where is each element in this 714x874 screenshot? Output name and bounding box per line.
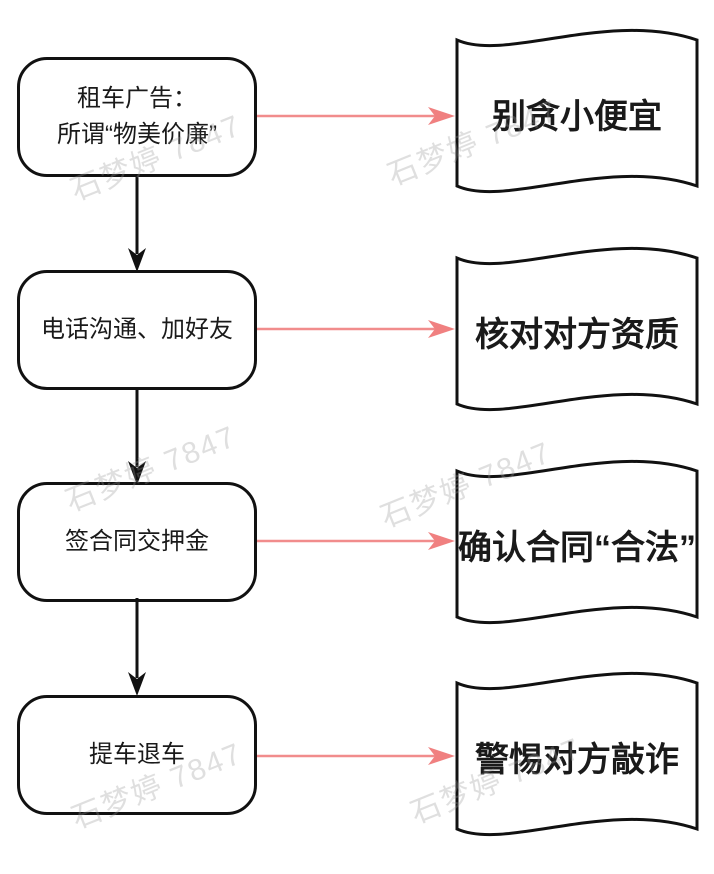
process-box-pickup-return: 提车退车: [17, 695, 257, 815]
arrow-head: [128, 461, 146, 485]
arrow-head: [428, 320, 455, 338]
process-box-label: 租车广告：: [77, 85, 197, 112]
right-arrow-icon: [257, 320, 455, 338]
arrow-head: [428, 107, 455, 125]
arrow-head: [128, 248, 146, 272]
flag-outline: [455, 459, 699, 625]
down-arrow-icon: [128, 598, 146, 696]
arrow-head: [128, 672, 146, 696]
right-arrow-icon: [257, 532, 455, 550]
note-flag-3: 确认合同“合法”: [455, 449, 699, 639]
note-label: 警惕对方敲诈: [475, 740, 679, 779]
arrow-head: [428, 747, 455, 765]
flag-shape: [455, 246, 699, 412]
note-label: 确认合同“合法”: [458, 528, 696, 567]
process-box-sign-contract: 签合同交押金: [17, 482, 257, 602]
note-flag-4: 警惕对方敲诈: [455, 661, 699, 851]
right-arrow-icon: [257, 107, 455, 125]
right-arrow-icon: [257, 747, 455, 765]
note-flag-2: 核对对方资质: [455, 236, 699, 426]
arrow-head: [428, 532, 455, 550]
process-box-label: 提车退车: [89, 741, 185, 768]
flag-shape: [455, 28, 699, 194]
flag-outline: [455, 671, 699, 837]
process-box-label: 签合同交押金: [65, 528, 209, 555]
flag-outline: [455, 246, 699, 412]
process-box-rental-ad: 租车广告： 所谓“物美价廉”: [17, 57, 257, 177]
process-box-phone-contact: 电话沟通、加好友: [17, 270, 257, 390]
process-box-label: 电话沟通、加好友: [41, 316, 233, 343]
down-arrow-icon: [128, 387, 146, 485]
note-label: 核对对方资质: [475, 315, 679, 354]
down-arrow-icon: [128, 174, 146, 272]
flag-shape: [455, 459, 699, 625]
process-box-label: 所谓“物美价廉”: [57, 121, 217, 148]
flag-outline: [455, 28, 699, 194]
note-flag-1: 别贪小便宜: [455, 18, 699, 208]
flag-shape: [455, 671, 699, 837]
note-label: 别贪小便宜: [492, 97, 662, 136]
